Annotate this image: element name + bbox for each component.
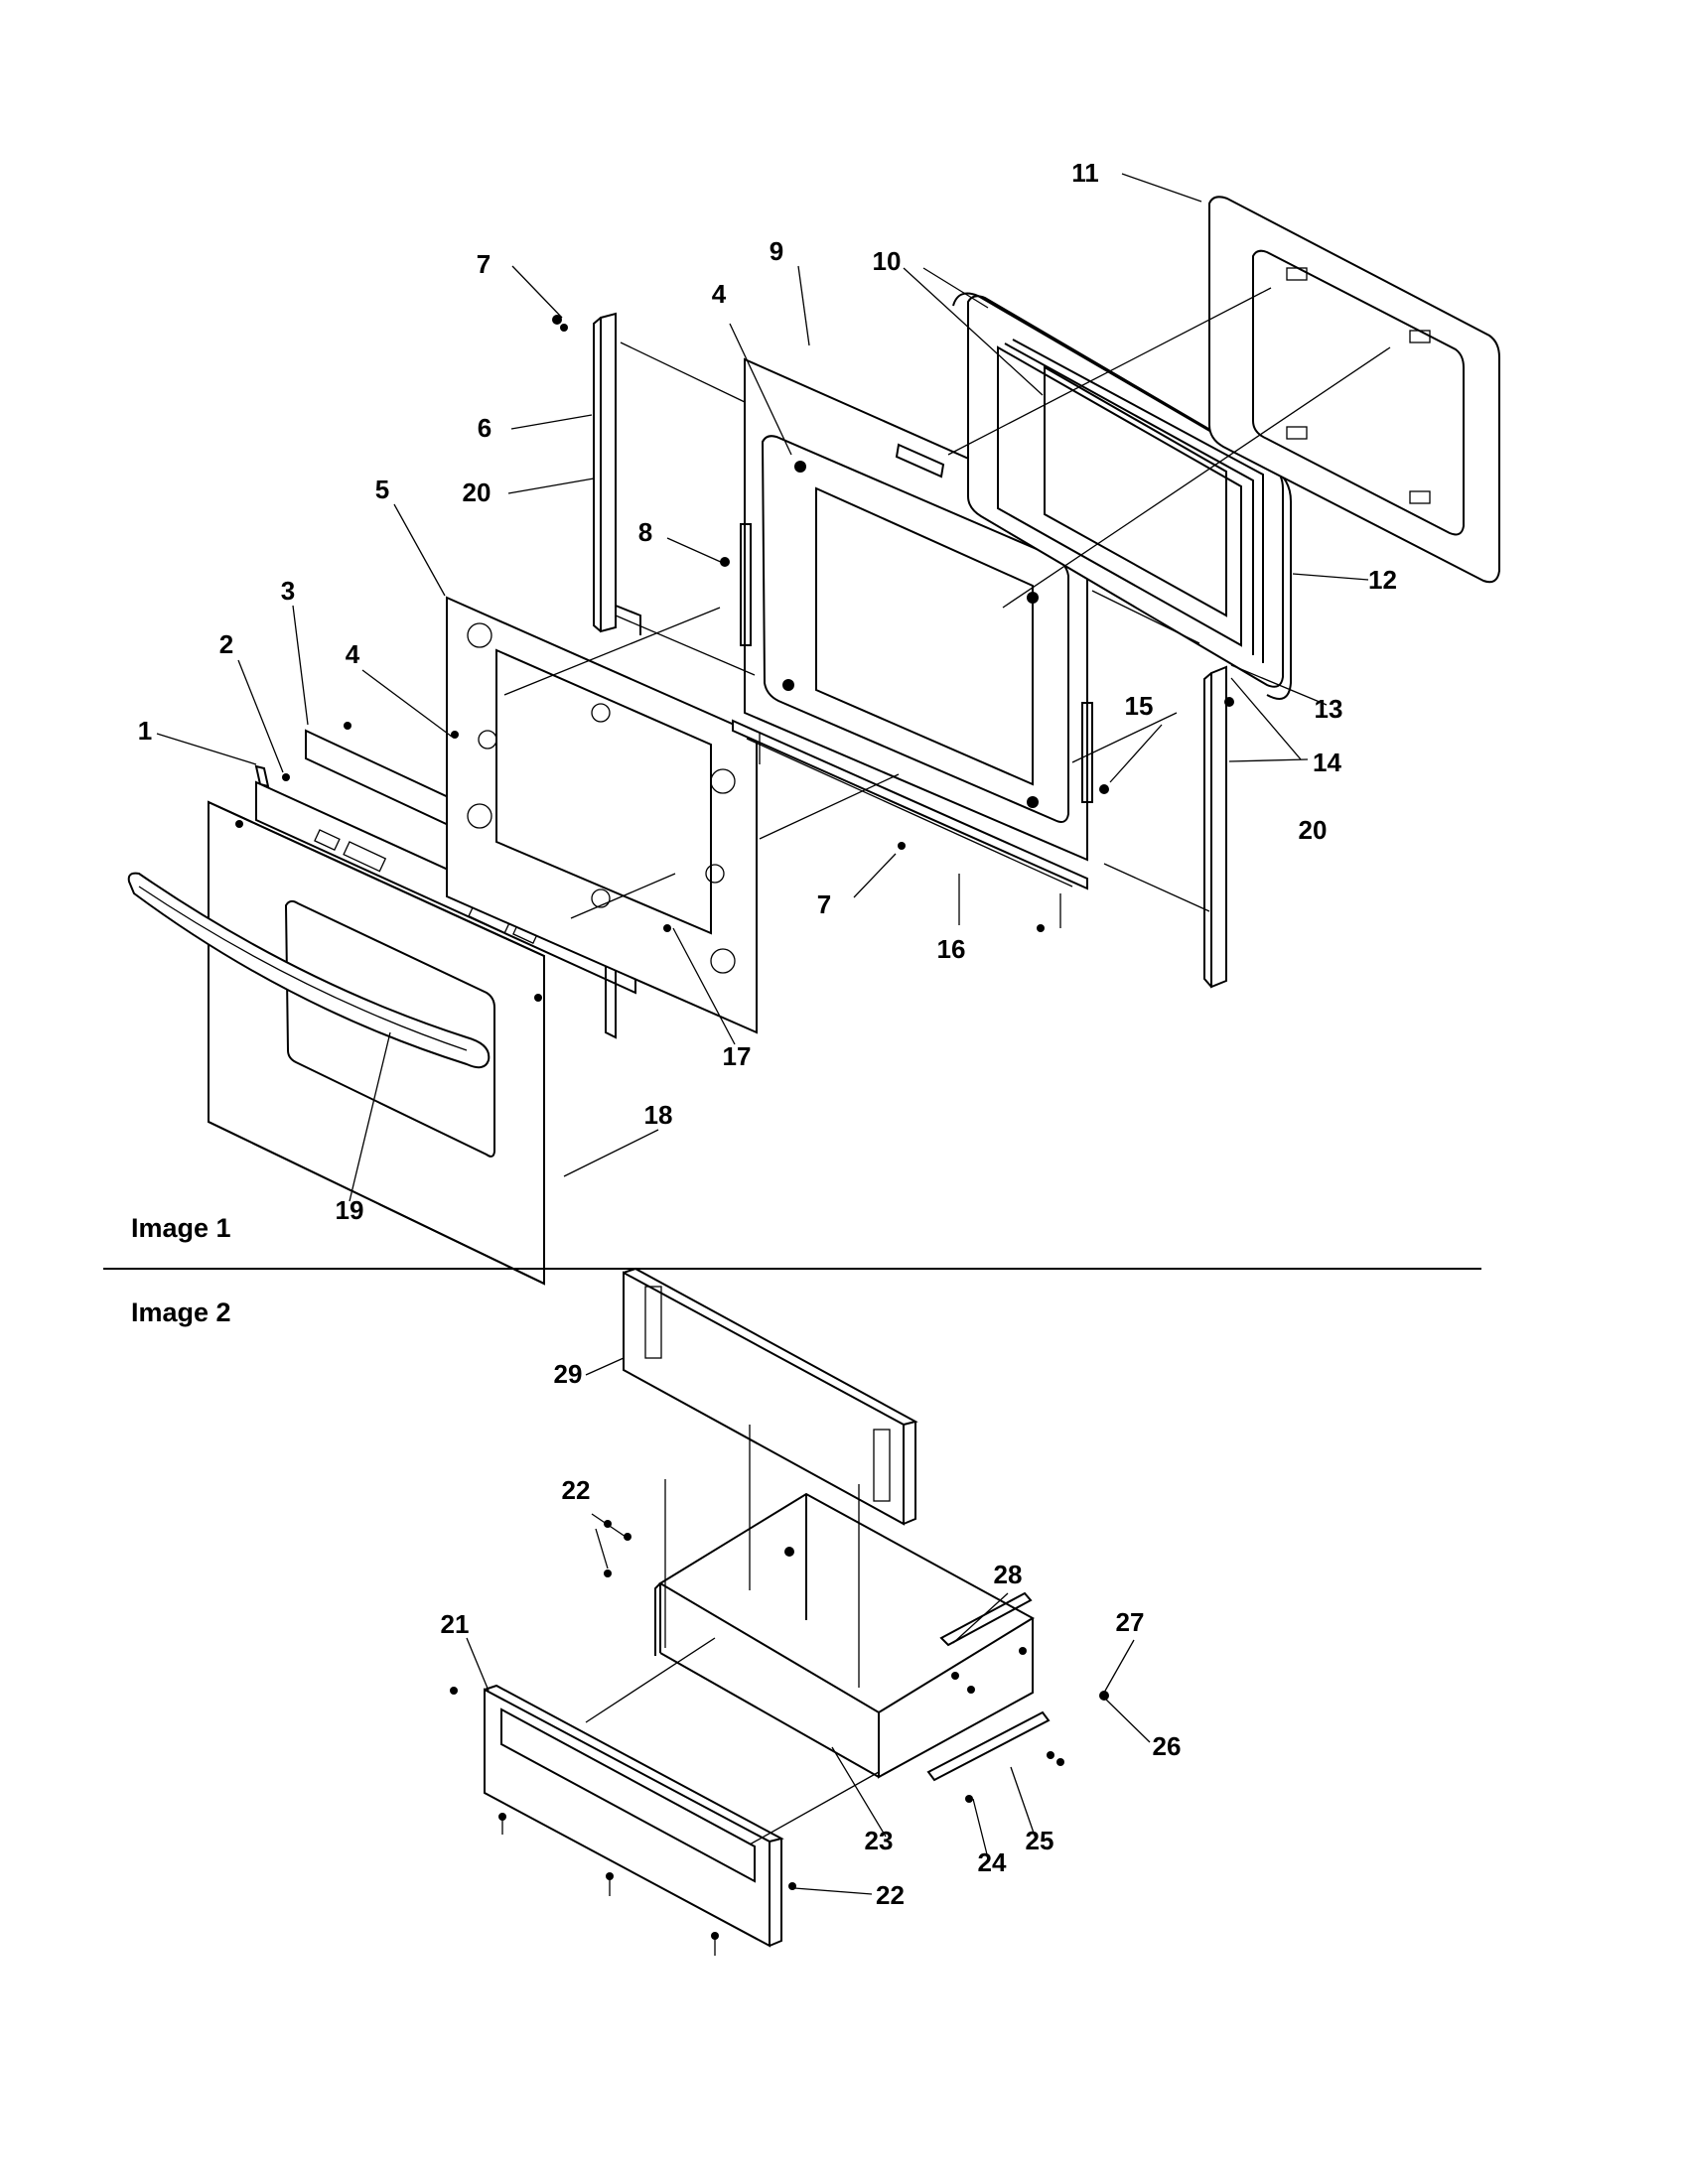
callout-label: 20: [1299, 815, 1328, 845]
callout-label: 1: [138, 716, 152, 746]
callout-labels-image-1: 1 2 3 4 4 5 6 7 7 8 9 10 11 12 13 14 15 …: [138, 158, 1397, 1225]
callout-label: 29: [554, 1359, 583, 1389]
drawer-assembly: [450, 1267, 1109, 1956]
lower-bracket: [732, 719, 1088, 928]
callouts-image-1: [156, 173, 1369, 1202]
drawer-back-panel: [623, 1267, 918, 1526]
image-1-caption: Image 1: [131, 1213, 231, 1243]
oven-door-assembly: [127, 196, 1500, 1286]
callouts-image-2: [466, 1357, 1151, 1895]
callout-label: 22: [562, 1475, 591, 1505]
image-2-caption: Image 2: [131, 1297, 231, 1327]
callout-label: 10: [873, 246, 902, 276]
door-back-frame: [1208, 196, 1500, 584]
callout-label: 13: [1315, 694, 1343, 724]
drawer-tub: [654, 1425, 1035, 1779]
drawer-rail: [939, 1591, 1033, 1647]
callout-labels-image-2: 21 22 22 23 24 25 26 27 28 29: [441, 1359, 1182, 1910]
callout-label: 7: [817, 889, 831, 919]
callout-label: 16: [937, 934, 966, 964]
door-handle: [127, 872, 491, 1069]
drawer-slide: [926, 1710, 1051, 1782]
drawer-screws: [450, 1520, 1109, 1956]
callout-label: 3: [281, 576, 295, 606]
callout-label: 5: [375, 475, 389, 504]
callout-label: 8: [638, 517, 652, 547]
callout-label: 26: [1153, 1731, 1182, 1761]
screws: [344, 315, 1234, 932]
callout-label: 24: [978, 1847, 1007, 1877]
callout-label: 11: [1071, 158, 1099, 188]
window-glass-pack: [967, 295, 1284, 688]
callout-label: 6: [478, 413, 491, 443]
callout-label: 18: [644, 1100, 673, 1130]
door-seal: [952, 292, 1292, 700]
callout-label: 28: [994, 1560, 1023, 1589]
callout-label: 7: [477, 249, 491, 279]
callout-label: 21: [441, 1609, 470, 1639]
callout-label: 15: [1125, 691, 1154, 721]
right-side-rail: [1203, 665, 1227, 989]
alignment-lines: [503, 287, 1391, 919]
left-side-rail: [593, 312, 641, 635]
callout-label: 27: [1116, 1607, 1145, 1637]
callout-label: 2: [219, 629, 233, 659]
drawer-front-panel: [484, 1637, 880, 1948]
callout-label: 17: [723, 1041, 752, 1071]
outer-door-panel: [208, 800, 545, 1286]
callout-label: 14: [1313, 748, 1341, 777]
callout-label: 12: [1368, 565, 1397, 595]
callout-label: 9: [770, 236, 783, 266]
bracket-1: [254, 764, 270, 788]
callout-label: 23: [865, 1826, 894, 1855]
callout-label: 20: [463, 478, 491, 507]
callout-label: 19: [336, 1195, 364, 1225]
callout-label: 4: [346, 639, 360, 669]
inner-door-panel: [446, 596, 758, 1034]
callout-label: 25: [1026, 1826, 1054, 1855]
callout-label: 4: [712, 279, 727, 309]
callout-label: 22: [876, 1880, 905, 1910]
